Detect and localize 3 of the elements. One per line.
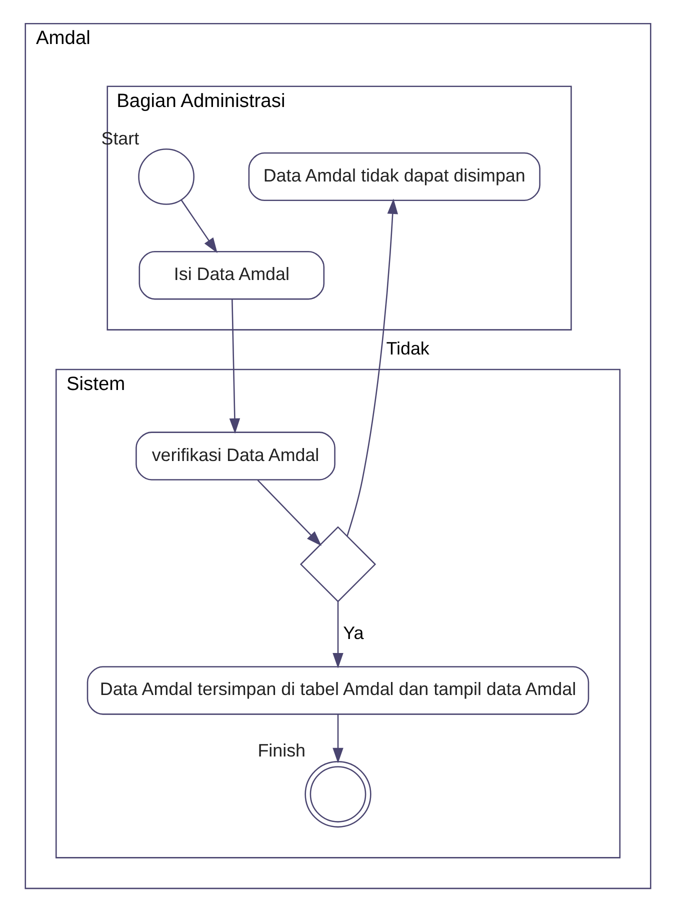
node-label: Finish xyxy=(258,740,306,761)
edge-label: Ya xyxy=(343,622,364,643)
edge-label: Tidak xyxy=(386,338,430,358)
